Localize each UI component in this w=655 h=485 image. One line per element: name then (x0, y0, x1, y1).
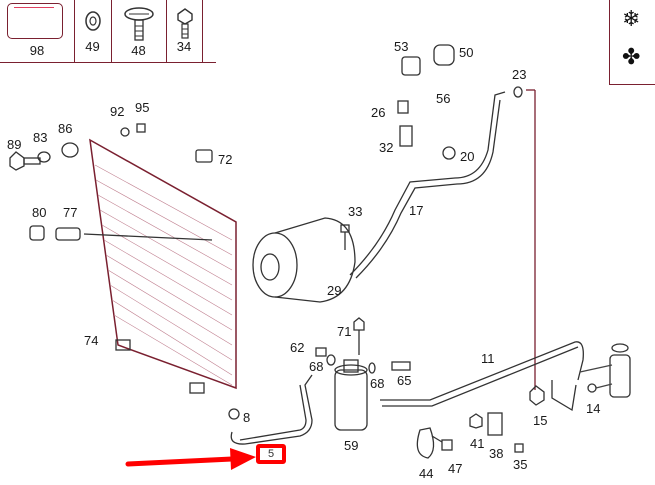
callout-20: 20 (460, 149, 475, 164)
callout-92: 92 (110, 104, 125, 119)
callout-62: 62 (290, 340, 305, 355)
receiver-drier-59 (334, 359, 368, 431)
callout-14: 14 (586, 401, 601, 416)
part-label: 49 (85, 39, 100, 54)
header-cell-49: 49 (74, 0, 112, 62)
callout-41: 41 (470, 436, 485, 451)
callout-23: 23 (512, 67, 527, 82)
callout-11: 11 (481, 351, 495, 366)
callout-44: 44 (419, 466, 434, 481)
callout-56: 56 (436, 91, 451, 106)
snowflake-icon: ❄ (622, 6, 641, 31)
callout-53: 53 (394, 39, 409, 54)
header-divider (0, 62, 216, 63)
callout-89: 89 (7, 137, 22, 152)
callout-35: 35 (513, 457, 528, 472)
part-label: 34 (176, 39, 192, 54)
callout-65: 65 (397, 373, 412, 388)
system-symbol-box: ❄ ✤ (609, 0, 655, 85)
callout-80: 80 (32, 205, 47, 220)
condenser-74 (89, 138, 237, 394)
callout-8: 8 (243, 410, 251, 425)
callout-72: 72 (218, 152, 233, 167)
callout-86: 86 (58, 121, 73, 136)
callout-38: 38 (489, 446, 504, 461)
callout-33: 33 (348, 204, 363, 219)
callout-32: 32 (379, 140, 394, 155)
header-cell-48: 48 (111, 0, 167, 62)
washer-icon (85, 11, 101, 31)
callout-59: 59 (344, 438, 359, 453)
slotted-fastener-icon (124, 7, 154, 41)
callout-47: 47 (448, 461, 463, 476)
callout-71: 71 (337, 324, 352, 339)
hex-bolt-icon (177, 8, 193, 39)
callout-50: 50 (459, 45, 474, 60)
callout-95: 95 (135, 100, 150, 115)
callout-83: 83 (33, 130, 48, 145)
part-label: 98 (29, 43, 45, 58)
label-plate-icon (7, 3, 63, 39)
callout-77: 77 (63, 205, 78, 220)
header-cell-34: 34 (166, 0, 203, 62)
highlight-label: 5 (267, 448, 275, 460)
highlighted-part-5[interactable]: 5 (256, 444, 286, 464)
header-cell-98: 98 (0, 0, 75, 62)
compressor (252, 217, 356, 303)
callout-26: 26 (371, 105, 386, 120)
fan-icon: ✤ (622, 44, 641, 69)
callout-17: 17 (409, 203, 424, 218)
callout-68-second: 68 (370, 376, 385, 391)
callout-68: 68 (309, 359, 324, 374)
callout-29: 29 (327, 283, 342, 298)
part-label: 48 (131, 43, 146, 58)
callout-15: 15 (533, 413, 548, 428)
callout-74: 74 (84, 333, 99, 348)
